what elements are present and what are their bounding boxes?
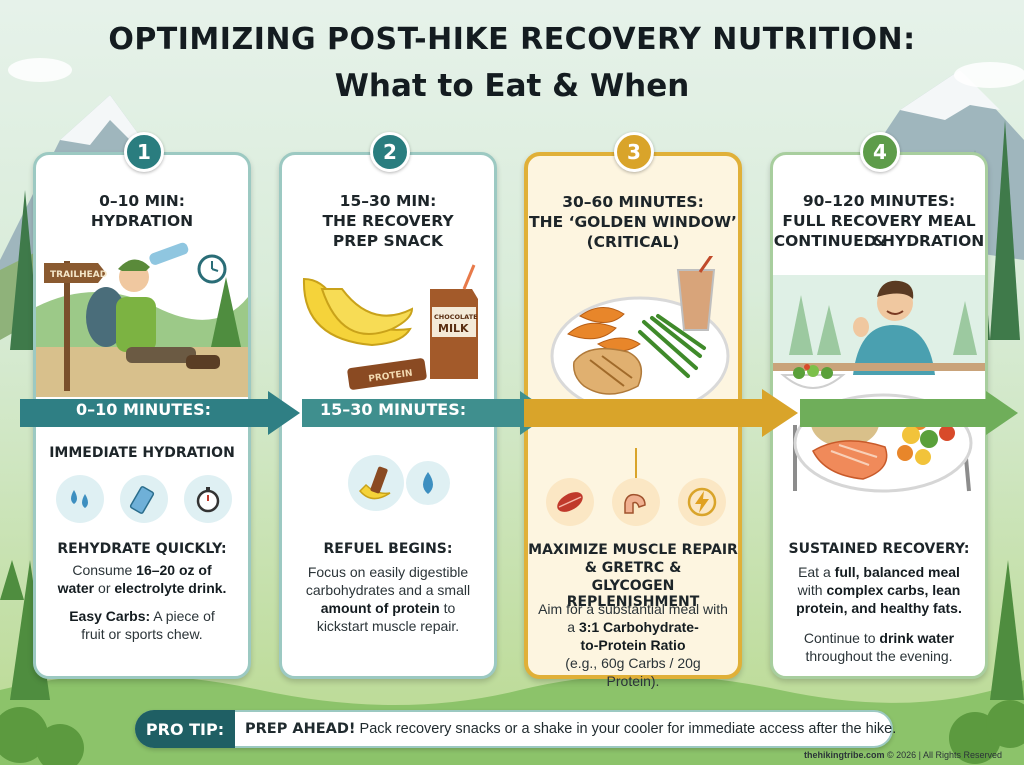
card-4-heading-line1: 90–120 MINUTES: bbox=[802, 192, 956, 210]
footer-credit: thehikingtribe.com © 2026 | All Rights R… bbox=[803, 750, 1002, 760]
card-3-detail-heading-1: MAXIMIZE MUSCLE REPAIR bbox=[528, 542, 738, 558]
smiling-hiker bbox=[853, 280, 935, 375]
arrow-segment-2 bbox=[302, 399, 542, 427]
recovery-plate-illustration bbox=[550, 256, 730, 416]
band-label-2: 15–30 MINUTES: bbox=[320, 400, 467, 419]
pro-tip-text: PREP AHEAD! Pack recovery snacks or a sh… bbox=[245, 721, 897, 737]
card-3-heading-line2: THE ‘GOLDEN WINDOW’ bbox=[529, 213, 737, 231]
card-2-heading-line3: PREP SNACK bbox=[332, 232, 444, 250]
chocolate-milk-carton: CHOCOLATE MILK bbox=[430, 264, 478, 379]
card-2-detail-heading: REFUEL BEGINS: bbox=[323, 541, 453, 557]
step-badge-3: 3 bbox=[614, 132, 654, 172]
water-drop-icon bbox=[406, 461, 450, 505]
band-label-1: 0–10 MINUTES: bbox=[76, 400, 211, 419]
timeline-arrow-band bbox=[20, 389, 1018, 437]
water-drops-icon bbox=[56, 475, 104, 523]
card-1-detail-heading: REHYDRATE QUICKLY: bbox=[57, 541, 227, 557]
step-badge-4: 4 bbox=[860, 132, 900, 172]
card-1-subheading: IMMEDIATE HYDRATION bbox=[49, 445, 235, 461]
card-3-detail-heading-2: & GRETRC & bbox=[584, 560, 682, 576]
card-4-heading-line3: CONTINUED HYDRATION bbox=[773, 232, 985, 250]
svg-text:TRAILHEAD: TRAILHEAD bbox=[50, 270, 107, 280]
golden-connector bbox=[635, 448, 637, 478]
recovery-meal-illustration bbox=[773, 275, 985, 493]
banana-bar-icon bbox=[348, 455, 404, 511]
card-2-heading-line1: 15–30 MIN: bbox=[339, 192, 437, 210]
step-badge-1: 1 bbox=[124, 132, 164, 172]
card-4-detail-p2: Continue to drink water throughout the e… bbox=[803, 630, 955, 664]
card-4-detail-p1: Eat a full, balanced meal with complex c… bbox=[796, 564, 962, 616]
protein-shake-glass bbox=[676, 256, 716, 331]
stopwatch-icon bbox=[184, 475, 232, 523]
pro-tip-banner: PRO TIP: PREP AHEAD! Pack recovery snack… bbox=[135, 710, 897, 748]
card-4-detail-heading: SUSTAINED RECOVERY: bbox=[788, 541, 970, 557]
pro-tip-label: PRO TIP: bbox=[135, 710, 235, 748]
energy-bolt-icon bbox=[678, 478, 726, 526]
arrow-segment-4 bbox=[800, 399, 1012, 427]
card-1-heading-line1: 0–10 MIN: bbox=[99, 192, 185, 210]
muscle-fiber-icon bbox=[546, 478, 594, 526]
page-title: OPTIMIZING POST-HIKE RECOVERY NUTRITION: bbox=[108, 22, 916, 57]
arrow-head-3 bbox=[762, 389, 798, 437]
flexed-arm-icon bbox=[612, 478, 660, 526]
electrolyte-packet-icon bbox=[120, 475, 168, 523]
arrow-segment-3 bbox=[524, 399, 790, 427]
arrow-head-4 bbox=[986, 391, 1018, 435]
card-3-detail-heading-3: GLYCOGEN REPLENISHMENT bbox=[566, 578, 700, 610]
svg-text:CHOCOLATE: CHOCOLATE bbox=[434, 313, 478, 321]
protein-bar: PROTEIN bbox=[347, 358, 427, 390]
card-2-heading-line2: THE RECOVERY bbox=[322, 212, 454, 230]
card-4-heading-line2: FULL RECOVERY MEAL & bbox=[782, 212, 976, 250]
arrow-segment-1 bbox=[20, 399, 290, 427]
page-subtitle: What to Eat & When bbox=[334, 68, 690, 104]
salad-bowl bbox=[780, 364, 846, 389]
arrow-head-1 bbox=[268, 391, 300, 435]
trailhead-sign: TRAILHEAD bbox=[44, 263, 107, 283]
card-3-heading-line1: 30–60 MINUTES: bbox=[562, 193, 704, 211]
hiker-drinking-illustration: TRAILHEAD bbox=[36, 242, 248, 397]
step-badge-2: 2 bbox=[370, 132, 410, 172]
card-1-detail-p1: Consume 16–20 oz of water or electrolyte… bbox=[57, 562, 227, 596]
card-3-detail-p1: Aim for a substantial meal with a 3:1 Ca… bbox=[538, 601, 728, 689]
svg-text:MILK: MILK bbox=[438, 322, 469, 335]
card-1-detail-p2: Easy Carbs: A piece of fruit or sports c… bbox=[69, 608, 215, 642]
card-2-detail-p1: Focus on easily digestible carbohydrates… bbox=[305, 564, 471, 634]
banana-milk-protein-illustration: CHOCOLATE MILK PROTEIN bbox=[302, 264, 478, 390]
card-1-heading-line2: HYDRATION bbox=[90, 212, 194, 230]
card-3-heading-line3: (CRITICAL) bbox=[586, 233, 680, 251]
